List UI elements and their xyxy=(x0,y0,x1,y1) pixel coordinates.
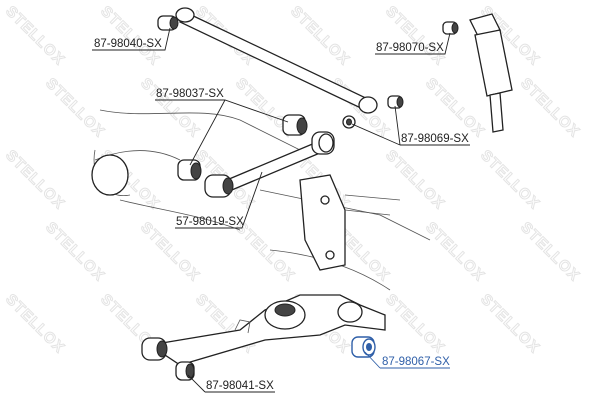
watermark-text: STELLOX xyxy=(42,75,108,141)
bushing-87-98070 xyxy=(442,21,459,35)
watermark-text: STELLOX xyxy=(422,75,488,141)
part-label-87-98037-SX: 87-98037-SX xyxy=(156,88,224,100)
part-label-87-98041-SX: 87-98041-SX xyxy=(206,380,274,392)
watermark-text: STELLOX xyxy=(97,3,163,69)
watermark-text: STELLOX xyxy=(477,291,543,357)
part-label-87-98067-SX[interactable]: 87-98067-SX xyxy=(382,356,450,368)
shock-absorber xyxy=(469,13,513,133)
watermark-text: STELLOX xyxy=(2,291,68,357)
watermark-text: STELLOX xyxy=(2,147,68,213)
watermark-text: STELLOX xyxy=(382,291,448,357)
watermark-text: STELLOX xyxy=(422,219,488,285)
part-label-87-98069-SX: 87-98069-SX xyxy=(401,133,469,145)
lateral-rod xyxy=(204,131,335,198)
bushing-87-98040 xyxy=(157,15,179,31)
axle-housing xyxy=(91,109,431,291)
part-label-57-98019-SX: 57-98019-SX xyxy=(176,216,244,228)
part-label-87-98070-SX: 87-98070-SX xyxy=(376,42,444,54)
watermark-text: STELLOX xyxy=(42,219,108,285)
bushing-87-98037 xyxy=(177,114,308,181)
part-label-87-98040-SX: 87-98040-SX xyxy=(94,38,162,50)
upper-control-arm xyxy=(175,7,378,114)
watermark-text: STELLOX xyxy=(477,147,543,213)
bushing-87-98067[interactable] xyxy=(351,336,376,358)
watermark-text: STELLOX xyxy=(2,3,68,69)
bushing-87-98069 xyxy=(342,95,404,129)
watermark-text: STELLOX xyxy=(137,219,203,285)
watermark-text: STELLOX xyxy=(232,219,298,285)
lower-control-arm xyxy=(141,294,386,381)
watermark-text: STELLOX xyxy=(287,3,353,69)
watermark-text: STELLOX xyxy=(517,75,583,141)
leader-lines xyxy=(92,27,470,393)
watermark-text: STELLOX xyxy=(382,3,448,69)
watermark-text: STELLOX xyxy=(382,147,448,213)
watermark-text: STELLOX xyxy=(137,75,203,141)
watermark-text: STELLOX xyxy=(517,219,583,285)
